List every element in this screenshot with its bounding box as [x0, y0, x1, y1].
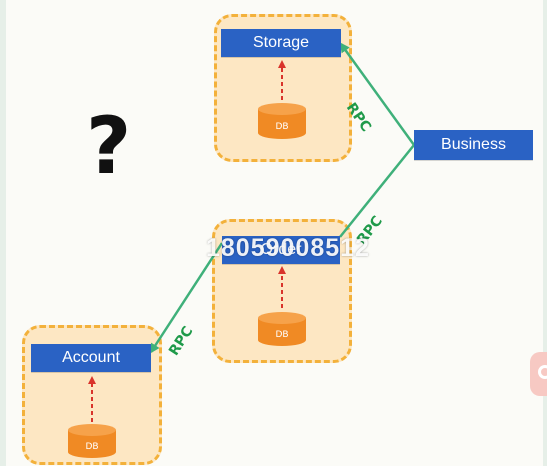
account-node: Account [31, 344, 151, 372]
refresh-icon [538, 365, 547, 379]
diagram-connections: DB DB DB [68, 42, 416, 458]
order-db-icon: DB [258, 312, 306, 346]
account-db-icon: DB [68, 424, 116, 458]
storage-db-icon: DB [258, 103, 306, 139]
storage-db-label: DB [275, 122, 288, 132]
rpc-edge-business-order [339, 144, 415, 238]
order-db-label: DB [275, 330, 288, 340]
business-node: Business [414, 130, 533, 160]
storage-node: Storage [221, 29, 341, 57]
question-mark: ? [86, 102, 132, 192]
overlay-number-watermark: 18059008512 [206, 234, 370, 262]
side-refresh-button[interactable] [530, 352, 547, 396]
account-db-label: DB [85, 442, 98, 452]
rpc-edge-order-account [149, 242, 224, 354]
rpc-edge-business-storage [339, 42, 416, 146]
order-node: Order [222, 236, 340, 264]
